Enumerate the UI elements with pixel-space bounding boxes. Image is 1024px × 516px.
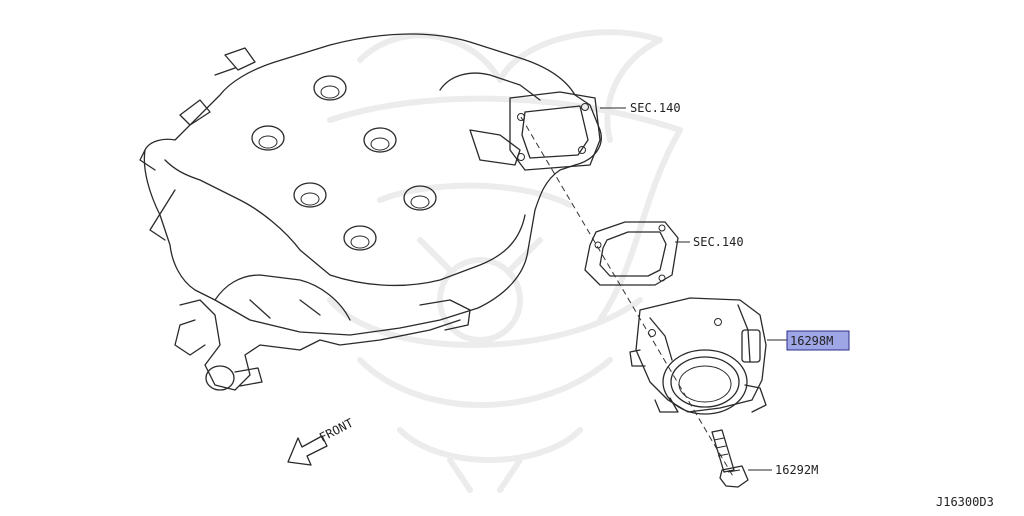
label-sec-lower[interactable]: SEC.140 <box>693 235 744 249</box>
upper-gasket <box>509 91 601 171</box>
front-arrow-icon <box>287 435 328 466</box>
throttle-body-highlight <box>786 330 850 351</box>
samurai-helmet-watermark <box>327 29 683 493</box>
assembly-dashed-line <box>520 116 735 479</box>
intake-manifold <box>139 33 602 391</box>
lower-gasket <box>584 221 679 286</box>
throttle-body <box>629 297 767 415</box>
label-throttle-body[interactable]: 16298M <box>790 334 833 348</box>
diagram-code: J16300D3 <box>936 495 994 509</box>
label-sec-upper[interactable]: SEC.140 <box>630 101 681 115</box>
label-front: FRONT <box>317 416 356 445</box>
bolt <box>711 429 749 488</box>
label-bolt[interactable]: 16292M <box>775 463 818 477</box>
